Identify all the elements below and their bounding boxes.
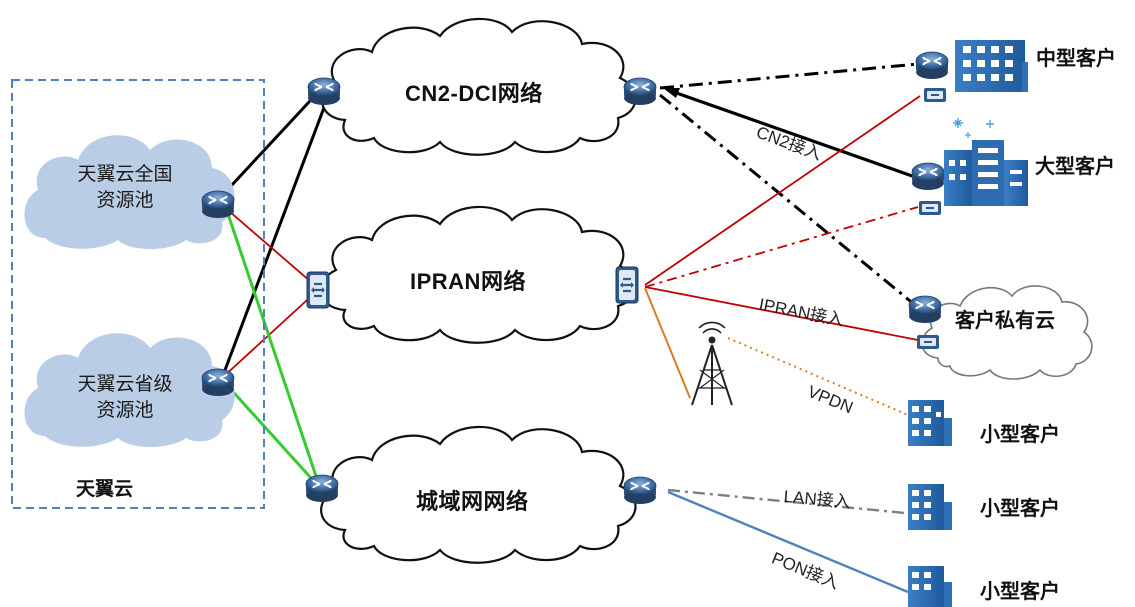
cn2-arrow (663, 88, 680, 98)
link-ipran-large (644, 206, 919, 288)
router-icon (201, 190, 235, 219)
switch-icon (614, 265, 640, 305)
building-icon (908, 400, 952, 446)
link-metro-pon (667, 490, 909, 594)
national-pool-line2: 资源池 (96, 190, 154, 211)
building-icon (944, 118, 1028, 206)
link-national-cn2 (216, 86, 324, 202)
switch-icon (923, 87, 947, 103)
building-icon (908, 566, 952, 607)
link-cn2-private-cloud (659, 93, 916, 307)
link-cn2-large (667, 88, 916, 179)
connection-lines (216, 62, 921, 594)
router-icon (305, 474, 339, 503)
provincial-pool-line1: 天翼云省级 (77, 374, 173, 395)
link-ipran-tower (644, 287, 691, 399)
router-icon (908, 295, 942, 324)
link-national-ipran (221, 204, 319, 289)
cn2-dci-cloud (320, 17, 637, 156)
building-icon (908, 484, 952, 530)
link-provincial-metro (224, 382, 322, 490)
provincial-pool-label: 天翼云省级 资源池 (50, 372, 200, 424)
building-icon (955, 40, 1028, 92)
router-icon (307, 77, 341, 106)
ipran-network-label: IPRAN网络 (410, 269, 526, 294)
link-tower-vpdn (727, 337, 909, 416)
metro-cloud (320, 425, 637, 564)
customer-medium-label: 中型客户 (1036, 48, 1116, 70)
router-icon (915, 51, 949, 80)
national-pool-line1: 天翼云全国 (77, 164, 173, 185)
switch-icon (916, 334, 940, 350)
tianyi-group-label: 天翼云 (76, 479, 134, 500)
provincial-pool-line2: 资源池 (96, 400, 154, 421)
link-provincial-cn2 (220, 104, 327, 379)
customer-small-pon-label: 小型客户 (980, 581, 1060, 603)
router-icon (911, 162, 945, 191)
metro-network-label: 城域网网络 (416, 489, 529, 514)
customer-small-lan-label: 小型客户 (980, 498, 1060, 520)
ipran-cloud (320, 205, 637, 344)
private-cloud-shape (921, 285, 1093, 380)
link-national-metro (224, 207, 322, 489)
router-icon (623, 77, 657, 106)
link-ipran-medium (644, 95, 921, 286)
national-pool-label: 天翼云全国 资源池 (50, 162, 200, 214)
customer-large-label: 大型客户 (1035, 156, 1115, 178)
cn2-network-label: CN2-DCI网络 (405, 81, 543, 106)
cell-tower-icon (691, 321, 733, 406)
customer-private-cloud-label: 客户私有云 (955, 310, 1055, 332)
switch-icon (305, 270, 331, 310)
router-icon (623, 476, 657, 505)
router-icon (201, 368, 235, 397)
national-pool-cloud (24, 135, 235, 249)
switch-icon (918, 200, 942, 216)
customer-small-vpdn-label: 小型客户 (980, 424, 1060, 446)
link-cn2-medium (659, 62, 919, 90)
link-provincial-ipran (221, 289, 319, 379)
link-ipran-private-cloud (644, 286, 919, 341)
provincial-pool-cloud (24, 333, 235, 447)
link-metro-lan (667, 488, 906, 515)
tianyi-cloud-group (11, 79, 265, 509)
